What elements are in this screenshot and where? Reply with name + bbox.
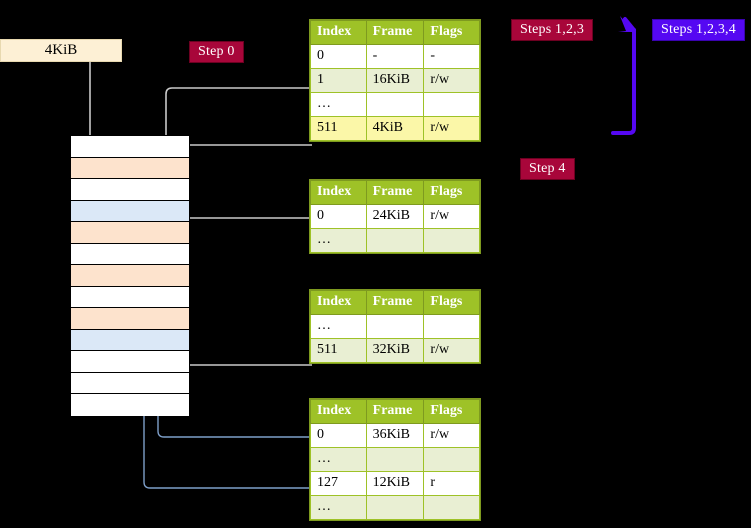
cell-flags: - <box>423 44 480 69</box>
cell-index: 511 <box>310 116 367 141</box>
memory-row <box>71 329 189 351</box>
cell-frame <box>365 314 425 339</box>
cell-index: … <box>310 92 367 117</box>
cell-frame: 12KiB <box>365 471 425 496</box>
table-row: 0 - - <box>310 44 480 69</box>
badge-steps-1-2-3: Steps 1,2,3 <box>511 19 594 41</box>
table-row: 0 24KiB r/w <box>310 204 480 229</box>
column-header-frame: Frame <box>365 290 425 315</box>
table-row: … <box>310 495 480 520</box>
memory-row <box>71 308 189 330</box>
column-header-flags: Flags <box>423 290 480 315</box>
memory-row <box>71 136 189 158</box>
cell-frame: - <box>365 44 425 69</box>
column-header-frame: Frame <box>365 399 425 424</box>
cell-index: … <box>310 314 367 339</box>
column-header-flags: Flags <box>423 20 480 45</box>
memory-row <box>71 394 189 416</box>
table-header-row: Index Frame Flags <box>310 20 480 45</box>
cell-index: 127 <box>310 471 367 496</box>
column-header-index: Index <box>310 20 367 45</box>
table-row: 511 4KiB r/w <box>310 116 480 141</box>
cell-flags <box>423 92 480 117</box>
cell-flags: r/w <box>423 423 480 448</box>
column-header-index: Index <box>310 399 367 424</box>
page-table-level-2: Index Frame Flags … 511 32KiB r/w <box>310 290 480 363</box>
memory-row <box>71 157 189 179</box>
memory-row <box>71 265 189 287</box>
cell-frame <box>365 228 425 253</box>
memory-row <box>71 200 189 222</box>
table-header-row: Index Frame Flags <box>310 399 480 424</box>
cell-frame: 24KiB <box>365 204 425 229</box>
page-table-level-1: Index Frame Flags 0 24KiB r/w … <box>310 180 480 253</box>
cell-index: 0 <box>310 204 367 229</box>
column-header-index: Index <box>310 290 367 315</box>
cell-frame: 16KiB <box>365 68 425 93</box>
table-row: 1 16KiB r/w <box>310 68 480 93</box>
table-row: … <box>310 314 480 339</box>
memory-row <box>71 351 189 373</box>
cell-index: … <box>310 228 367 253</box>
cell-index: 511 <box>310 338 367 363</box>
memory-row <box>71 179 189 201</box>
table-row: … <box>310 228 480 253</box>
cell-flags <box>423 495 480 520</box>
table-row: … <box>310 447 480 472</box>
cell-flags <box>423 447 480 472</box>
cell-frame <box>365 495 425 520</box>
badge-step-0: Step 0 <box>189 41 244 63</box>
physical-memory-column <box>70 135 190 416</box>
cell-index: 1 <box>310 68 367 93</box>
cell-frame: 36KiB <box>365 423 425 448</box>
cell-frame: 4KiB <box>365 116 425 141</box>
cell-flags: r/w <box>423 338 480 363</box>
cell-flags <box>423 314 480 339</box>
cell-flags: r/w <box>423 204 480 229</box>
table-row: 511 32KiB r/w <box>310 338 480 363</box>
cell-frame <box>365 92 425 117</box>
cell-frame <box>365 447 425 472</box>
page-table-level-3: Index Frame Flags 0 36KiB r/w … 127 12Ki… <box>310 399 480 520</box>
column-header-frame: Frame <box>365 20 425 45</box>
steps-bracket-arrow <box>611 16 636 135</box>
cell-index: … <box>310 447 367 472</box>
virtual-address-label: 4KiB <box>44 42 78 58</box>
column-header-flags: Flags <box>423 180 480 205</box>
cell-index: 0 <box>310 423 367 448</box>
cell-flags: r/w <box>423 68 480 93</box>
memory-row <box>71 372 189 394</box>
badge-step-4: Step 4 <box>520 158 575 180</box>
cell-index: … <box>310 495 367 520</box>
memory-row <box>71 222 189 244</box>
badge-steps-1-2-3-4: Steps 1,2,3,4 <box>652 19 745 41</box>
wire-table0-511-to-memory <box>178 144 312 221</box>
column-header-frame: Frame <box>365 180 425 205</box>
table-row: 0 36KiB r/w <box>310 423 480 448</box>
cell-flags: r/w <box>423 116 480 141</box>
wire-table2-to-memory <box>164 306 312 366</box>
cell-flags: r <box>423 471 480 496</box>
memory-row <box>71 286 189 308</box>
cell-flags <box>423 228 480 253</box>
table-header-row: Index Frame Flags <box>310 180 480 205</box>
wire-table1-to-memory <box>172 217 312 268</box>
virtual-address-box: 4KiB <box>0 39 122 62</box>
table-row: 127 12KiB r <box>310 471 480 496</box>
column-header-flags: Flags <box>423 399 480 424</box>
column-header-index: Index <box>310 180 367 205</box>
cell-index: 0 <box>310 44 367 69</box>
cell-frame: 32KiB <box>365 338 425 363</box>
table-row: … <box>310 92 480 117</box>
page-table-level-0: Index Frame Flags 0 - - 1 16KiB r/w … <box>310 20 480 141</box>
memory-row <box>71 243 189 265</box>
table-header-row: Index Frame Flags <box>310 290 480 315</box>
